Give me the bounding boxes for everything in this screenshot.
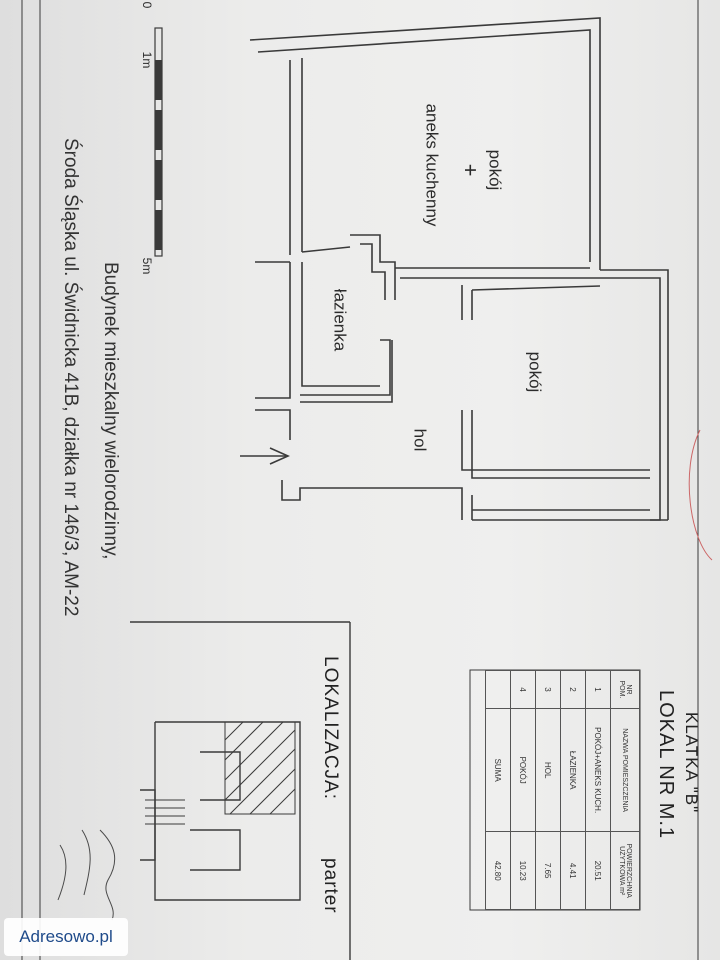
room-label-hall: hol <box>410 428 430 452</box>
room-label-living-room: pokój <box>485 149 505 191</box>
room-label-kitchenette: aneks kuchenny <box>422 103 442 227</box>
location-label: LOKALIZACJA: <box>320 656 341 800</box>
table-header-row: NR POM. NAZWA POMIESZCZENIA POWIERZCHNIA… <box>610 670 640 910</box>
room-label-plus: + <box>458 163 483 177</box>
table-cell: POKÓJ+ANEKS KUCH. <box>585 708 611 832</box>
table-cell: POKÓJ <box>510 708 536 832</box>
table-cell: 4 <box>510 670 536 709</box>
table-row: 4 POKÓJ 10.23 <box>510 670 536 910</box>
table-cell: 20.51 <box>585 831 611 910</box>
watermark-text: Adresowo.pl <box>19 927 113 946</box>
scale-label-one-meter: 1m <box>140 51 154 69</box>
room-label-room: pokój <box>525 351 545 393</box>
table-row-total: SUMA 42.80 <box>485 670 511 910</box>
table-cell: 10.23 <box>510 831 536 910</box>
watermark-badge: Adresowo.pl <box>4 918 128 956</box>
table-row: 3 HOL 7.65 <box>535 670 561 910</box>
table-cell: 2 <box>560 670 586 709</box>
location-floor: parter <box>320 858 341 914</box>
building-description: Budynek mieszkalny wielorodzinny, <box>100 262 121 560</box>
staircase-label: KLATKA "B" <box>682 712 701 814</box>
table-cell: HOL <box>535 708 561 832</box>
table-row: 1 POKÓJ+ANEKS KUCH. 20.51 <box>585 670 611 910</box>
table-cell: 42.80 <box>485 831 511 910</box>
table-cell: 1 <box>585 670 611 709</box>
table-cell <box>485 670 511 709</box>
table-cell: 4.41 <box>560 831 586 910</box>
table-header-name: NAZWA POMIESZCZENIA <box>610 708 640 832</box>
unit-title: LOKAL NR M.1 <box>655 690 677 840</box>
table-cell: 3 <box>535 670 561 709</box>
area-table: NR POM. NAZWA POMIESZCZENIA POWIERZCHNIA… <box>485 670 640 910</box>
table-cell: ŁAZIENKA <box>560 708 586 832</box>
scale-label-zero: 0 <box>140 1 154 9</box>
table-cell: 7.65 <box>535 831 561 910</box>
room-label-bathroom: łazienka <box>330 288 350 352</box>
table-header-area: POWIERZCHNIA UŻYTKOWA m² <box>610 831 640 910</box>
building-address: Środa Śląska ul. Świdnicka 41B, działka … <box>60 138 81 617</box>
scale-label-five-meters: 5m <box>140 257 154 275</box>
table-header-number: NR POM. <box>610 670 640 709</box>
table-cell: SUMA <box>485 708 511 832</box>
table-row: 2 ŁAZIENKA 4.41 <box>560 670 586 910</box>
